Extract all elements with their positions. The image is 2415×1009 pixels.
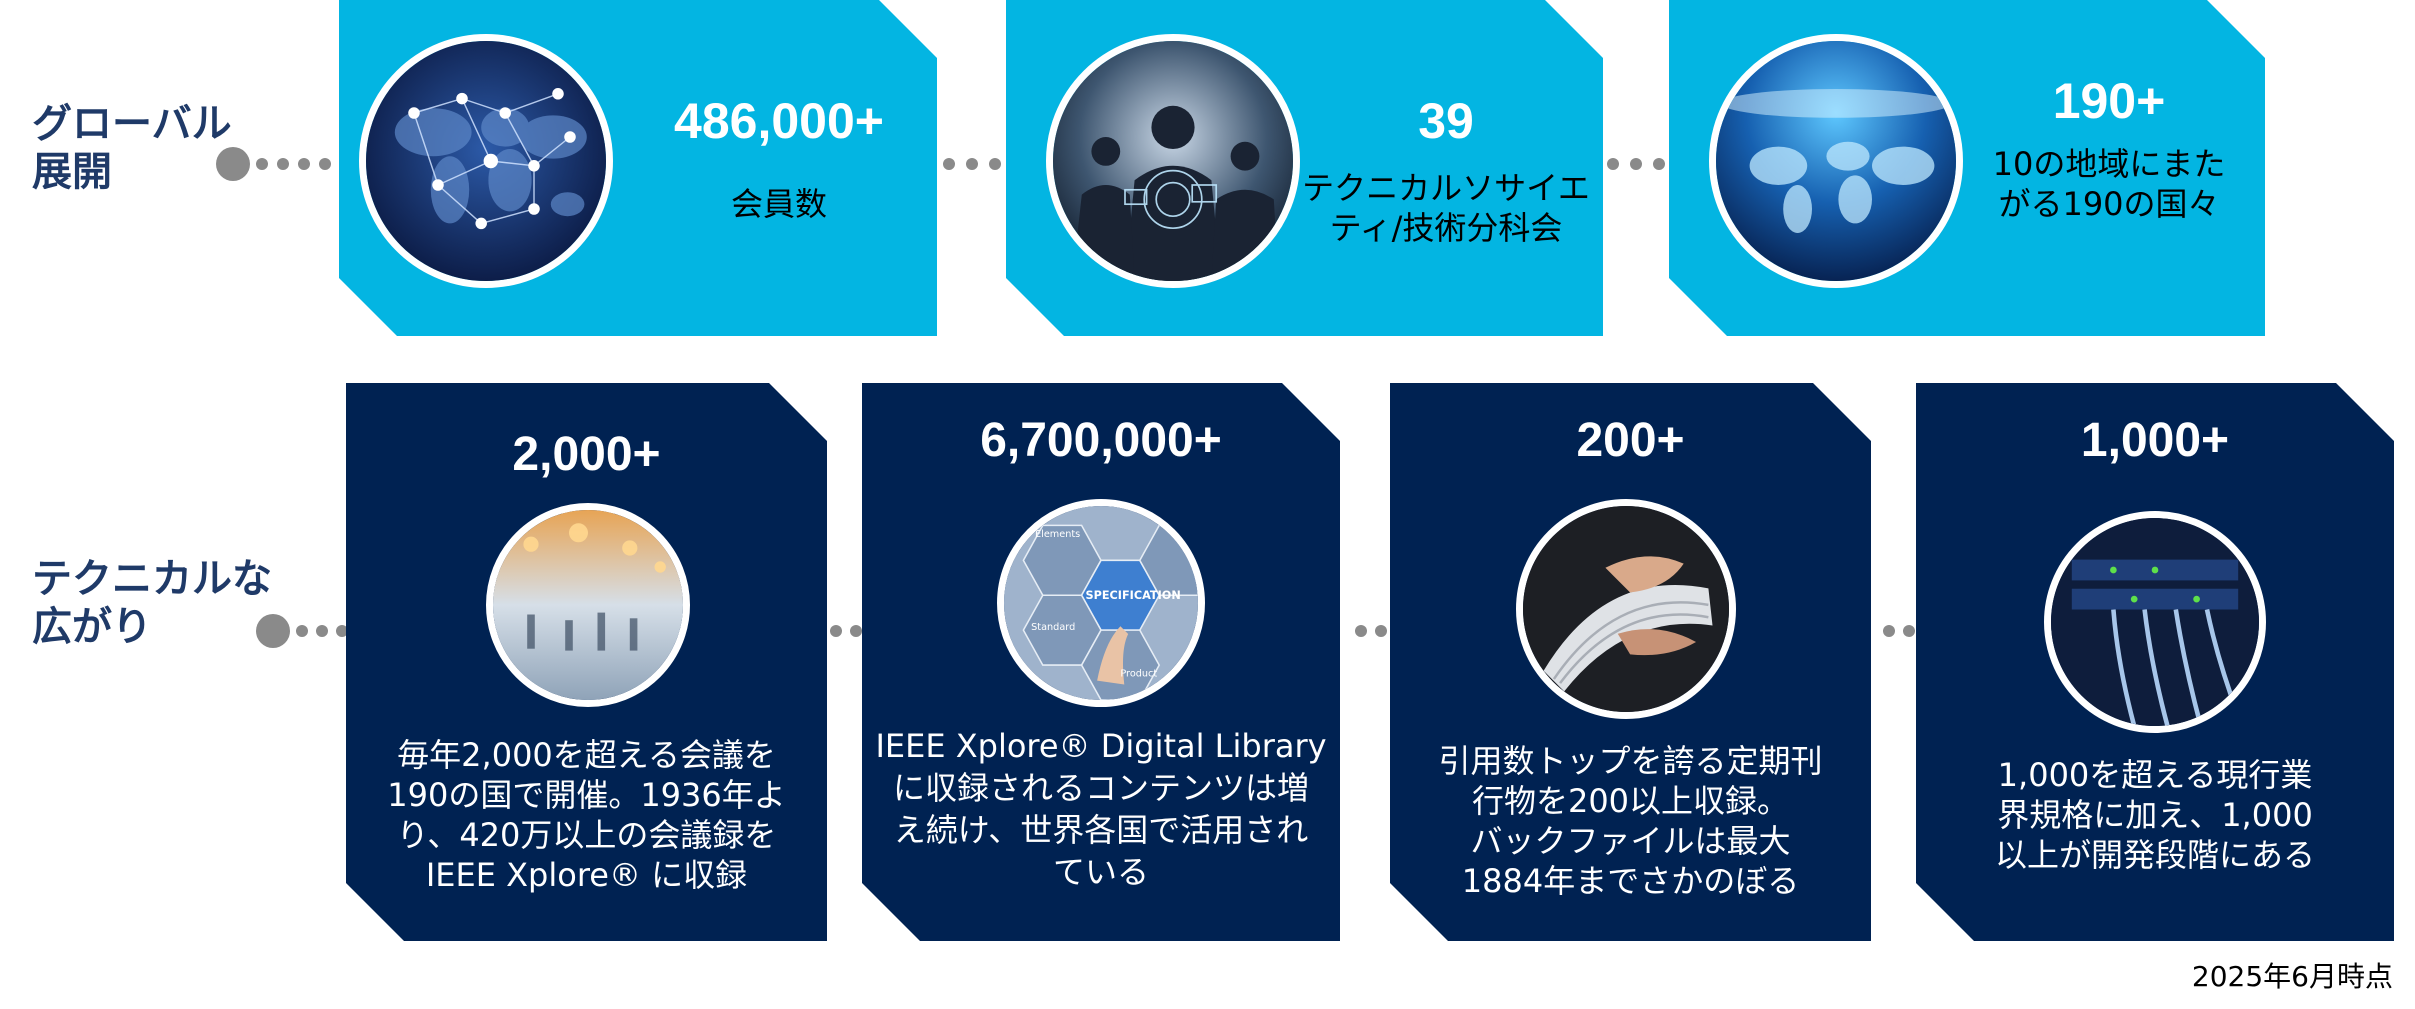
hands-magazine-image: [1516, 499, 1736, 719]
connector-dot: [336, 625, 348, 637]
connector-dot: [850, 625, 862, 637]
conference-hall-image: [486, 503, 690, 707]
stat-card-standards: 1,000+ 1,000を超える現行業 界規格に加え、1,000 以上が開発段階…: [1916, 383, 2394, 941]
societies-label: テクニカルソサイエ ティ/技術分科会: [1302, 169, 1590, 247]
connector-dot: [277, 158, 289, 170]
conferences-description: 毎年2,000を超える会議を 190の国で開催。1936年よ り、420万以上の…: [387, 736, 786, 894]
connector-dot: [1355, 625, 1367, 637]
xplore-description: IEEE Xplore® Digital Library に収録されるコンテンツ…: [875, 727, 1327, 891]
specification-hexagons-image: Elements SPECIFICATION Standard Product: [997, 499, 1205, 707]
hexagon-label-specification: SPECIFICATION: [1085, 589, 1180, 602]
connector-dot: [1607, 158, 1619, 170]
footnote-date: 2025年6月時点: [2191, 960, 2393, 993]
connector-dot: [989, 158, 1001, 170]
connector-dot: [1375, 625, 1387, 637]
stat-card-countries: 190+ 10の地域にまた がる190の国々: [1669, 0, 2265, 336]
hexagon-label-product: Product: [1120, 669, 1157, 680]
members-count: 486,000+: [674, 93, 884, 149]
people-digital-interface-image: [1046, 34, 1300, 288]
connector-dot: [319, 158, 331, 170]
connector-dot: [1883, 625, 1895, 637]
stat-card-members: 486,000+ 会員数: [339, 0, 937, 336]
connector-dot: [1903, 625, 1915, 637]
countries-label: 10の地域にまた がる190の国々: [1992, 145, 2226, 223]
connector-dot: [298, 158, 310, 170]
stat-card-periodicals: 200+ 引用数トップを誇る定期刊 行物を200以上収録。 バックファイルは最大…: [1390, 383, 1871, 941]
members-label: 会員数: [730, 185, 827, 223]
connector-dot: [296, 625, 308, 637]
stat-card-xplore: 6,700,000+ Elements SPECIFICATION Standa…: [862, 383, 1340, 941]
conferences-count: 2,000+: [512, 428, 661, 481]
periodicals-count: 200+: [1576, 414, 1685, 467]
connector-dot: [943, 158, 955, 170]
stat-card-societies: 39 テクニカルソサイエ ティ/技術分科会: [1006, 0, 1603, 336]
connector-dot: [1653, 158, 1665, 170]
hexagon-label-standard: Standard: [1031, 622, 1075, 633]
standards-count: 1,000+: [2080, 414, 2230, 467]
connector-dot: [1630, 158, 1642, 170]
connector-dot: [830, 625, 842, 637]
xplore-count: 6,700,000+: [980, 414, 1222, 467]
connector-dot-technical: [256, 614, 290, 648]
connector-dot: [256, 158, 268, 170]
standards-description: 1,000を超える現行業 界規格に加え、1,000 以上が開発段階にある: [1994, 756, 2315, 874]
glowing-earth-image: [1709, 34, 1963, 288]
connector-dot: [966, 158, 978, 170]
row-label-global: グローバル 展開: [32, 101, 232, 195]
network-cables-image: [2044, 511, 2266, 733]
stat-card-conferences: 2,000+ 毎年2,000を超える会議を 190の国で開催。1936年よ り、…: [346, 383, 827, 941]
countries-count: 190+: [2052, 73, 2166, 129]
hexagon-label-elements: Elements: [1035, 529, 1080, 540]
connector-dot-global: [216, 147, 250, 181]
network-world-map-image: [359, 34, 613, 288]
societies-count: 39: [1418, 93, 1474, 149]
periodicals-description: 引用数トップを誇る定期刊 行物を200以上収録。 バックファイルは最大 1884…: [1438, 742, 1823, 900]
connector-dot: [316, 625, 328, 637]
row-label-technical: テクニカルな 広がり: [32, 556, 272, 650]
